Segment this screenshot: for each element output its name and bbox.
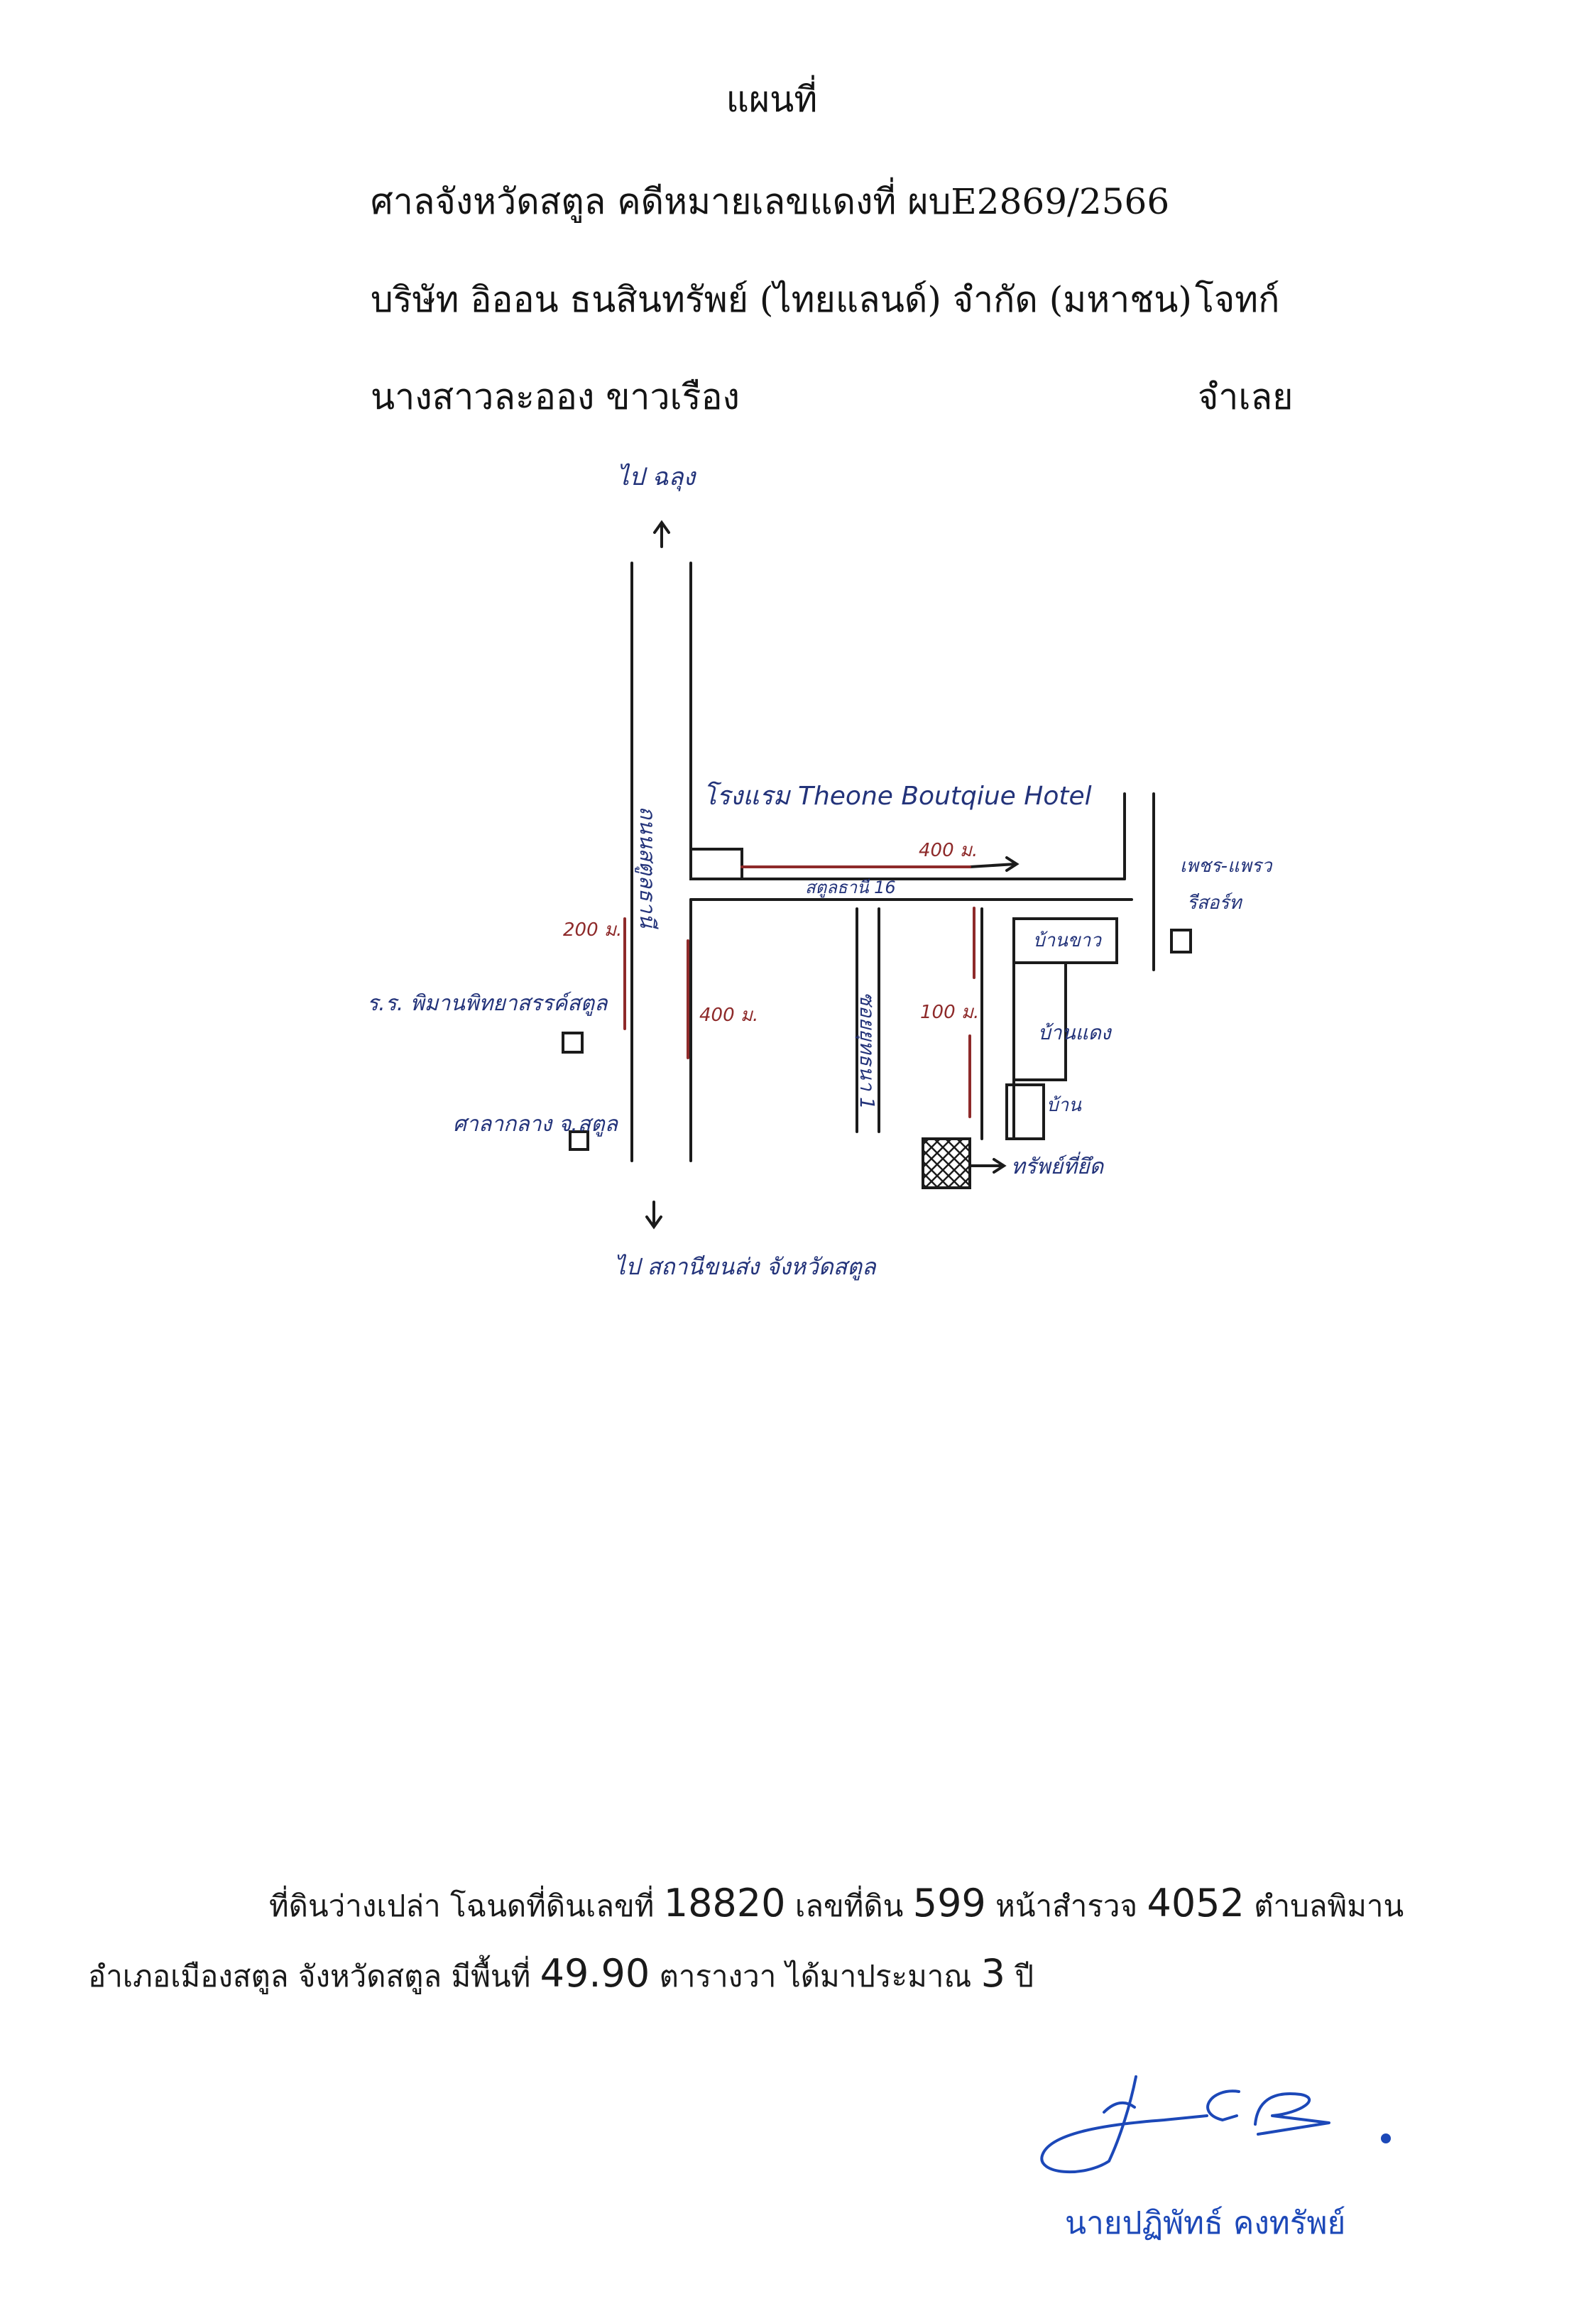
years-unit: ปี bbox=[1015, 1959, 1034, 1994]
house-outline bbox=[1005, 1083, 1045, 1140]
resort-label-line2: รีสอร์ท bbox=[1187, 892, 1242, 914]
school-marker bbox=[562, 1032, 584, 1054]
land-area: 49.90 bbox=[540, 1951, 650, 1996]
south-arrow-head bbox=[645, 1215, 662, 1230]
north-direction-label: ไป ฉลุง bbox=[617, 463, 696, 491]
soi-distance-arrow-shaft bbox=[968, 863, 1017, 868]
district: อำเภอเมืองสตูล จังหวัดสตูล มีพื้นที่ bbox=[88, 1959, 531, 1994]
land-details-prefix: ที่ดินว่างเปล่า โฉนดที่ดินเลขที่ bbox=[269, 1889, 655, 1923]
resort-label-line1: เพชร-แพรว bbox=[1180, 856, 1272, 877]
document-title: แผนที่ bbox=[726, 79, 818, 120]
school-label: ร.ร. พิมานพิทยาสรรค์สตูล bbox=[367, 991, 608, 1016]
seized-property-label: ทรัพย์ที่ยึด bbox=[1011, 1154, 1104, 1179]
hotel-marker bbox=[689, 848, 743, 880]
survey-number: 4052 bbox=[1147, 1881, 1245, 1925]
defendant-role: จำเลย bbox=[1198, 376, 1294, 417]
plaintiff-role: โจทก์ bbox=[1195, 279, 1280, 320]
north-arrow-head bbox=[653, 520, 670, 534]
seized-property-arrow-head bbox=[993, 1158, 1007, 1174]
soi-distance-arrow-head bbox=[1005, 856, 1020, 872]
area-unit: ตารางวา ได้มาประมาณ bbox=[659, 1959, 972, 1994]
years-held: 3 bbox=[980, 1951, 1006, 1996]
land-details-line1: ที่ดินว่างเปล่า โฉนดที่ดินเลขที่ 18820 เ… bbox=[269, 1879, 1404, 1931]
house-label: บ้าน bbox=[1046, 1095, 1081, 1116]
distance-100-label: 100 ม. bbox=[920, 1002, 980, 1023]
seized-property-plot bbox=[922, 1137, 971, 1189]
land-details-line2: อำเภอเมืองสตูล จังหวัดสตูล มีพื้นที่ 49.… bbox=[88, 1949, 1034, 2001]
house-white-label: บ้านขาว bbox=[1033, 930, 1101, 951]
deed-number: 18820 bbox=[663, 1881, 786, 1925]
hotel-label: โรงแรม Theone Boutqiue Hotel bbox=[703, 782, 1092, 811]
court-case-line: ศาลจังหวัดสตูล คดีหมายเลขแดงที่ ผบE2869/… bbox=[371, 181, 1170, 222]
soi-distance-label: 400 ม. bbox=[919, 840, 978, 861]
signatory-name: นายปฏิพัทธ์ คงทรัพย์ bbox=[1065, 2205, 1346, 2241]
city-hall-label: ศาลากลาง จ.สตูล bbox=[453, 1112, 618, 1137]
parcel-number: 599 bbox=[912, 1881, 986, 1925]
survey-label: หน้าสำรวจ bbox=[995, 1889, 1138, 1923]
house-red-outline bbox=[1012, 961, 1067, 1081]
soi-1-label: ซอยยุทธนา 1 bbox=[856, 992, 879, 1110]
house-red-label: บ้านแดง bbox=[1038, 1021, 1111, 1044]
signature-scribble bbox=[1040, 2075, 1391, 2174]
plaintiff-name: บริษัท อิออน ธนสินทรัพย์ (ไทยแลนด์) จำกั… bbox=[371, 279, 1192, 320]
main-road-label: ถนนสตูลธานี bbox=[635, 806, 660, 928]
distance-400-label: 400 ม. bbox=[699, 1005, 759, 1026]
soi-name-label: สตูลธานี 16 bbox=[805, 878, 896, 897]
south-direction-label: ไป สถานีขนส่ง จังหวัดสตูล bbox=[614, 1253, 876, 1280]
city-hall-marker bbox=[569, 1130, 589, 1151]
subdistrict: ตำบลพิมาน bbox=[1254, 1889, 1404, 1923]
parcel-label: เลขที่ดิน bbox=[794, 1889, 904, 1923]
defendant-name: นางสาวละออง ขาวเรือง bbox=[371, 376, 740, 417]
resort-marker bbox=[1170, 929, 1192, 953]
distance-200-label: 200 ม. bbox=[563, 919, 623, 941]
